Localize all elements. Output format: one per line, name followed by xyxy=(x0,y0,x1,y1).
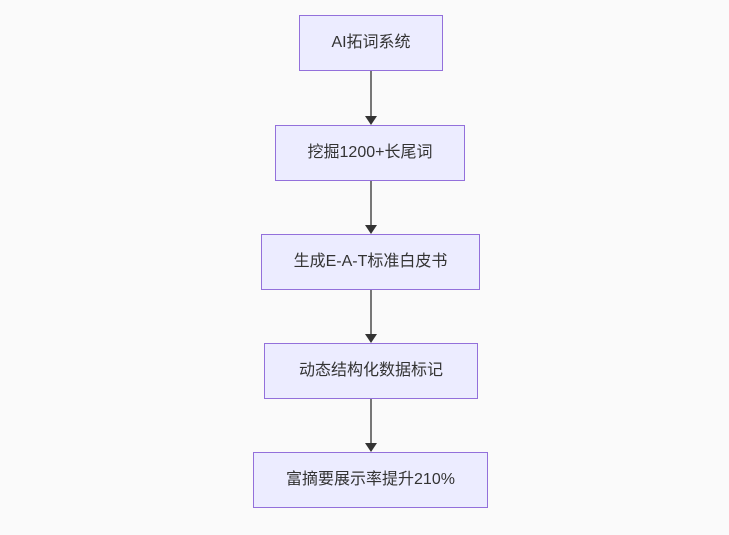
arrow-head-icon xyxy=(365,443,377,452)
flowchart-node-eat-whitepaper: 生成E-A-T标准白皮书 xyxy=(261,234,480,290)
arrow-line xyxy=(370,290,372,335)
flowchart-edge-2 xyxy=(364,181,378,234)
node-label: 富摘要展示率提升210% xyxy=(286,471,455,489)
node-label: 挖掘1200+长尾词 xyxy=(307,144,433,162)
node-label: 生成E-A-T标准白皮书 xyxy=(293,253,448,271)
arrow-head-icon xyxy=(365,116,377,125)
arrow-line xyxy=(370,399,372,444)
flowchart-node-ai-word-system: AI拓词系统 xyxy=(299,15,443,71)
flowchart-edge-3 xyxy=(364,290,378,343)
flowchart-edge-4 xyxy=(364,399,378,452)
arrow-head-icon xyxy=(365,225,377,234)
node-label: 动态结构化数据标记 xyxy=(298,362,443,380)
node-label: AI拓词系统 xyxy=(331,34,411,52)
flowchart-node-structured-data-markup: 动态结构化数据标记 xyxy=(264,343,478,399)
arrow-head-icon xyxy=(365,334,377,343)
arrow-line xyxy=(370,181,372,226)
arrow-line xyxy=(370,71,372,117)
flowchart-edge-1 xyxy=(364,71,378,125)
flowchart-node-longtail-mining: 挖掘1200+长尾词 xyxy=(275,125,465,181)
flowchart-node-rich-snippet-result: 富摘要展示率提升210% xyxy=(253,452,488,508)
